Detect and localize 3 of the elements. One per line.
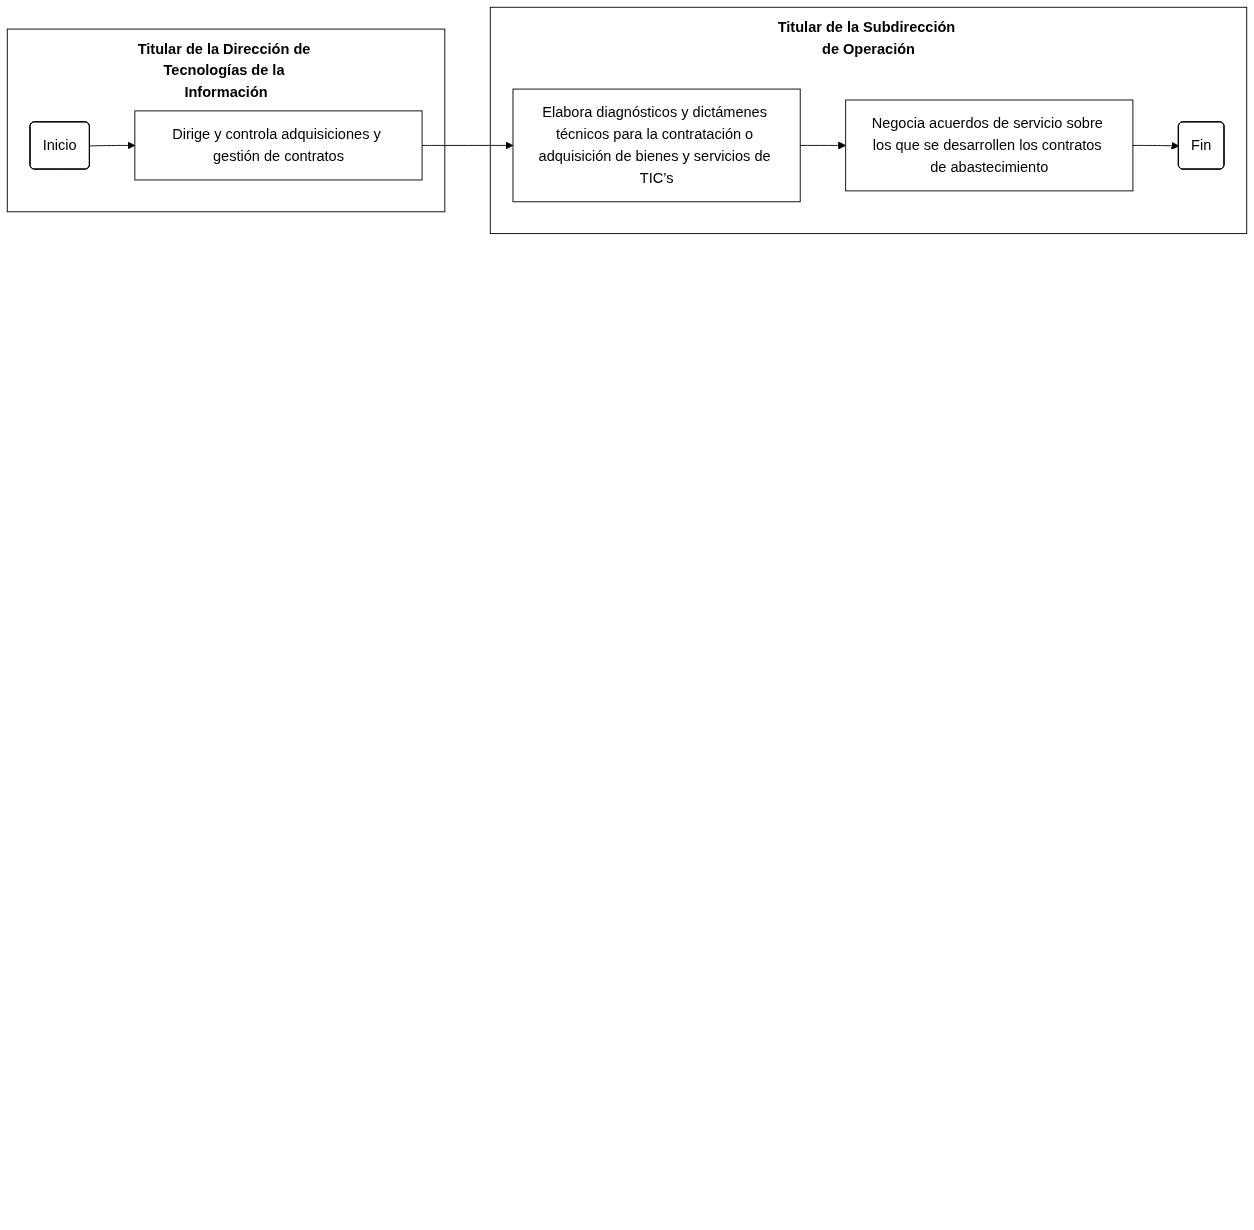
node-box: Elabora diagnósticos y dictámenes técnicos para la contratación o adquisición de bienes y servicios de TIC’s (512, 88, 801, 203)
node-box: Dirige y controla adquisiciones y gestión de contratos (134, 110, 423, 181)
node-box: Negocia acuerdos de servicio sobre los que se desarrollen los contratos de abastecimiento (845, 99, 1134, 192)
